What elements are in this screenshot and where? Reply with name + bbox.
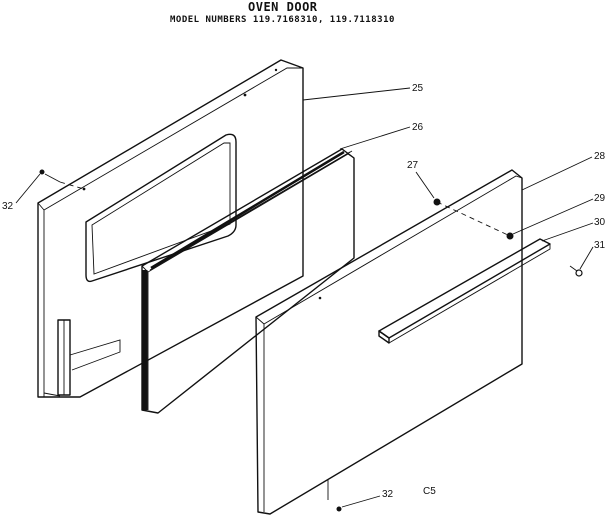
callout-25: 25 (412, 83, 424, 94)
door-handle (378, 238, 551, 344)
glass-pack (141, 148, 355, 414)
callout-28: 28 (594, 151, 606, 162)
callout-29: 29 (594, 193, 606, 204)
assembly-lines (59, 181, 511, 237)
outer-door-panel (255, 169, 523, 515)
figure-code: C5 (423, 486, 436, 497)
callout-31: 31 (594, 240, 606, 251)
leader-lines (15, 87, 594, 508)
inner-door-frame (37, 59, 304, 398)
diagram-title: OVEN DOOR (248, 0, 318, 14)
callout-32-left: 32 (2, 201, 14, 212)
callout-27: 27 (407, 160, 419, 171)
fastener-parts (39, 169, 583, 512)
callout-30: 30 (594, 217, 606, 228)
diagram-subtitle: MODEL NUMBERS 119.7168310, 119.7118310 (170, 15, 395, 25)
callout-32-bottom: 32 (382, 489, 394, 500)
callout-26: 26 (412, 122, 424, 133)
